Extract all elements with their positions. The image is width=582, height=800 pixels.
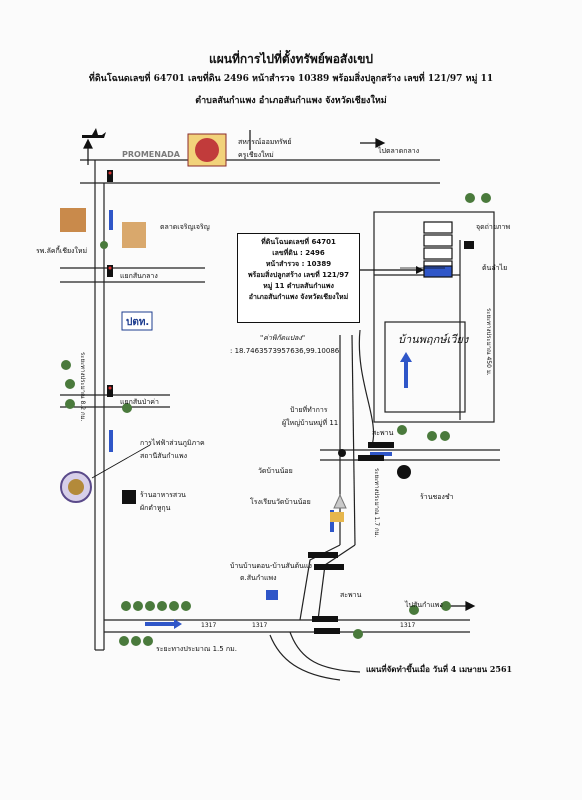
estate-area: [384, 321, 466, 413]
intersection-sankhlang: แยกสันกลาง: [120, 272, 158, 280]
road-number-1317-c: 1317: [400, 622, 416, 629]
temple-label: วัดบ้านน้อย: [258, 467, 293, 475]
road-number-1317-b: 1317: [252, 622, 268, 629]
info-line: หน้าสำรวจ : 10389: [265, 260, 332, 268]
estate-handwritten-label: บ้านพฤกษ์เวียง: [398, 333, 469, 346]
info-line: พร้อมสิ่งปลูกสร้าง เลขที่ 121/97: [247, 271, 350, 279]
distance-bottom-label: ระยะทางประมาณ 1.5 กม.: [156, 645, 238, 653]
arrow-icon: [404, 360, 408, 388]
road-number-1317-a: 1317: [201, 622, 217, 629]
traffic-light-lamps: [108, 171, 112, 390]
promenada-logo: PROMENADA: [122, 150, 180, 159]
arrow-icon: [109, 430, 113, 452]
info-box: ที่ดินโฉนดเลขที่ 64701 เลขที่ดิน : 2496 …: [237, 233, 360, 323]
school-label: โรงเรียนวัดบ้านน้อย: [250, 498, 311, 506]
longan-label: ต้นลำไย: [482, 264, 508, 272]
restaurant-label-2: ผักตำหูกุน: [140, 504, 171, 512]
roads: [60, 159, 500, 681]
intersection-sanpakha: แยกสันป่าค่า: [120, 398, 159, 406]
info-line: อำเภอสันกำแพง จังหวัดเชียงใหม่: [248, 293, 349, 301]
coop-emblem: [195, 138, 219, 162]
distance-mid-label: ระยะทางประมาณ 1.7 กม.: [373, 468, 380, 538]
coop-label-2: ครูเชียงใหม่: [238, 151, 274, 159]
ptt-logo: [121, 311, 153, 331]
coordinate-label: "ค่าพิกัดแปลง": [260, 334, 306, 342]
grocery-icon: [397, 465, 411, 479]
bridge-label-2: สะพาน: [340, 591, 362, 599]
property-plots: [423, 221, 453, 278]
info-line: ที่ดินโฉนดเลขที่ 64701: [261, 238, 336, 246]
airplane-icon: [82, 128, 106, 138]
bridge-label-1: สะพาน: [372, 429, 394, 437]
subject-plot: [423, 265, 453, 278]
black-arrows: [83, 130, 476, 611]
coordinate-value: : 18.7463573957636,99.10086: [230, 347, 340, 355]
school-icon: [330, 512, 344, 522]
market-label: ตลาดเจริญเจริญ: [160, 223, 210, 231]
health-label-2: ต.สันกำแพง: [240, 574, 277, 582]
restaurant-icon: [122, 490, 136, 504]
traffic-light-icon: [107, 170, 113, 397]
info-line: หมู่ 11 ตำบลสันกำแพง: [263, 282, 334, 290]
distance-right-label: ระยะทางประมาณ 450 ม.: [485, 308, 492, 376]
photo-point-label: จุดถ่ายภาพ: [476, 223, 511, 231]
electric-label-2: สถานีสันกำแพง: [140, 452, 187, 460]
curve-road-b: [269, 634, 341, 681]
soi-right: [351, 334, 356, 546]
coop-label: สหกรณ์ออมทรัพย์: [238, 138, 292, 146]
arrow-icon: [145, 622, 175, 626]
building-icon: [60, 208, 86, 232]
hospital-label: รพ.ลัคกี้เชียงใหม่: [36, 247, 88, 255]
info-line: เลขที่ดิน : 2496: [272, 249, 325, 257]
village-sign-label-2: ผู้ใหญ่บ้านหมู่ที่ 11: [282, 419, 339, 427]
camera-icon: [464, 241, 474, 249]
health-label: บ้านบ้านดอน-บ้านสันต้นแง: [230, 562, 312, 570]
tree-icon: [61, 193, 491, 646]
map-title: แผนที่การไปที่ตั้งทรัพย์พอสังเขป: [208, 52, 374, 66]
restaurant-label: ร้านอาหารสวน: [140, 491, 186, 499]
building-icon: [122, 222, 146, 248]
soi-curve-a: [299, 544, 341, 621]
temple-icon: [333, 493, 347, 509]
curve-road-a: [289, 631, 361, 673]
to-market-label: ไปตลาดกลาง: [378, 147, 420, 155]
village-sign-label: ป้ายที่ทำการ: [290, 406, 328, 414]
health-icon: [266, 590, 278, 600]
canal: [358, 329, 375, 446]
arrow-icon: [370, 452, 392, 456]
grocery-label: ร้านชองชำ: [420, 493, 454, 501]
footer-note: แผนที่จัดทำขึ้นเมื่อ วันที่ 4 เมษายน 256…: [366, 664, 513, 674]
bridges: [308, 442, 394, 634]
village-boundary: [373, 211, 495, 423]
map-subtitle-location: ตำบลสันกำแพง อำเภอสันกำแพง จังหวัดเชียงใ…: [195, 96, 387, 106]
to-sankamphaeng-label: ไปสันกำแพง: [405, 601, 443, 609]
village-sign-icon: [338, 449, 346, 457]
map-subtitle-deed: ที่ดินโฉนดเลขที่ 64701 เลขที่ดิน 2496 หน…: [88, 74, 494, 84]
svg-text:ปตท.: ปตท.: [126, 316, 149, 328]
distance-left-label: ระยะทางประมาณ 8.2 กม.: [79, 352, 86, 422]
electric-label: การไฟฟ้าส่วนภูมิภาค: [140, 439, 205, 447]
arrow-icon: [109, 210, 113, 230]
